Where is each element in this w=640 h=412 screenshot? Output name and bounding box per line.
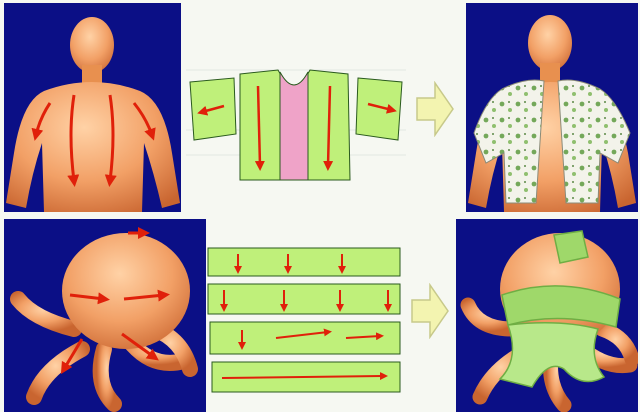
strip-2: [208, 284, 400, 314]
cloth-patch: [554, 231, 588, 263]
figure-head: [528, 15, 572, 71]
panel-body-with-shirt: [466, 3, 638, 212]
shirt-pattern-pieces: [186, 60, 406, 190]
shirt-result-image: [466, 3, 638, 212]
strip-pattern-pieces: [204, 240, 410, 400]
shirt-center-panel: [280, 72, 308, 180]
strip-3: [210, 322, 400, 354]
octopus-head: [62, 233, 190, 349]
strip-1: [208, 248, 400, 276]
octopus-figure-image: [4, 219, 206, 412]
body-figure-image: [4, 3, 181, 212]
panel-octopus-with-cloth: [456, 219, 638, 412]
octopus-cloth-result-image: [456, 219, 638, 412]
sleeve-piece-right: [356, 78, 402, 140]
transition-arrow-bottom: [410, 283, 450, 339]
right-block-arrow-icon: [410, 283, 450, 339]
panel-body-direction-field: [4, 3, 181, 212]
panel-octopus-direction-field: [4, 219, 206, 412]
strip-pieces: [208, 248, 400, 392]
figure-head: [70, 17, 114, 73]
right-block-arrow-icon: [415, 81, 455, 137]
transition-arrow-top: [415, 81, 455, 137]
